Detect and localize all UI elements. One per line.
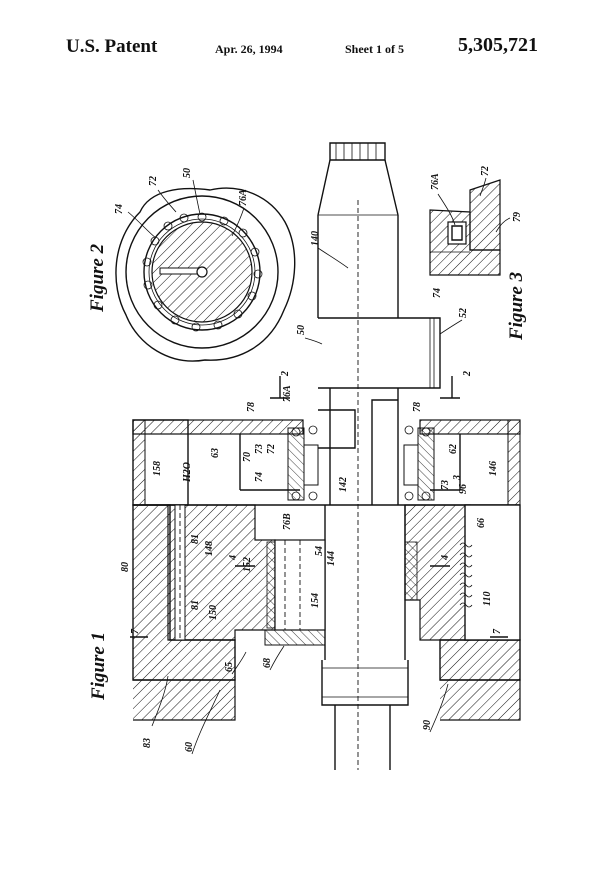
publication-date: Apr. 26, 1994 bbox=[215, 42, 283, 56]
label-74: 74 bbox=[254, 472, 265, 482]
label-74-fig2: 74 bbox=[114, 204, 125, 214]
label-68: 68 bbox=[262, 658, 273, 668]
label-50-fig2: 50 bbox=[182, 168, 193, 178]
figure-3-title: Figure 3 bbox=[506, 272, 527, 341]
label-80: 80 bbox=[120, 562, 131, 572]
label-2-left: 2 bbox=[280, 371, 291, 377]
publication-title: U.S. Patent bbox=[66, 36, 158, 57]
label-73-left: 73 bbox=[254, 444, 265, 454]
label-70: 70 bbox=[242, 452, 253, 462]
label-54: 54 bbox=[314, 546, 325, 556]
label-2-right: 2 bbox=[462, 371, 473, 377]
label-78-right: 78 bbox=[412, 402, 423, 412]
label-76A-fig2: 76A bbox=[238, 189, 249, 206]
label-90: 90 bbox=[422, 720, 433, 730]
label-7-right: 7 bbox=[492, 628, 503, 634]
label-4-left: 4 bbox=[228, 555, 239, 561]
figure-2-title: Figure 2 bbox=[87, 243, 108, 313]
label-81-bottom: 81 bbox=[190, 600, 201, 610]
bearing-rollers bbox=[142, 212, 263, 332]
label-50: 50 bbox=[296, 325, 307, 335]
label-96: 96 bbox=[458, 484, 469, 494]
label-73-right: 73 bbox=[440, 480, 451, 490]
figure-3-detail bbox=[429, 179, 501, 276]
label-79-fig3: 79 bbox=[512, 212, 523, 222]
label-3: 3 bbox=[452, 475, 463, 481]
patent-number: 5,305,721 bbox=[458, 34, 538, 56]
seal-housing bbox=[132, 419, 521, 506]
label-66: 66 bbox=[476, 518, 487, 528]
label-72-fig3: 72 bbox=[480, 166, 491, 176]
label-140: 140 bbox=[310, 231, 321, 246]
label-60: 60 bbox=[184, 742, 195, 752]
label-72: 72 bbox=[266, 444, 277, 454]
label-83: 83 bbox=[142, 738, 153, 748]
section-markers bbox=[130, 376, 508, 638]
label-72-fig2: 72 bbox=[148, 176, 159, 186]
label-148: 148 bbox=[204, 541, 215, 556]
label-158: 158 bbox=[152, 461, 163, 476]
figure-2-view bbox=[115, 187, 296, 362]
label-150: 150 bbox=[208, 605, 219, 620]
label-76B: 76B bbox=[282, 513, 293, 530]
label-4-right: 4 bbox=[440, 555, 451, 561]
label-152: 152 bbox=[242, 557, 253, 572]
label-52: 52 bbox=[458, 308, 469, 318]
label-65: 65 bbox=[224, 662, 235, 672]
label-146: 146 bbox=[488, 461, 499, 476]
leader-lines bbox=[151, 247, 463, 755]
label-76A-fig3: 76A bbox=[430, 173, 441, 190]
label-78-left: 78 bbox=[246, 402, 257, 412]
figure-1-title: Figure 1 bbox=[88, 632, 109, 701]
label-81-top: 81 bbox=[190, 534, 201, 544]
label-110: 110 bbox=[482, 592, 493, 606]
label-74-fig3: 74 bbox=[432, 288, 443, 298]
label-7-left: 7 bbox=[130, 628, 141, 634]
label-h2o: H2O bbox=[182, 462, 193, 483]
label-144: 144 bbox=[326, 551, 337, 566]
label-154: 154 bbox=[310, 593, 321, 608]
sheet-number: Sheet 1 of 5 bbox=[345, 42, 404, 56]
label-142: 142 bbox=[338, 477, 349, 492]
label-62: 62 bbox=[448, 444, 459, 454]
label-63: 63 bbox=[210, 448, 221, 458]
label-76A: 76A bbox=[282, 385, 293, 402]
bearing-housing bbox=[132, 504, 521, 721]
